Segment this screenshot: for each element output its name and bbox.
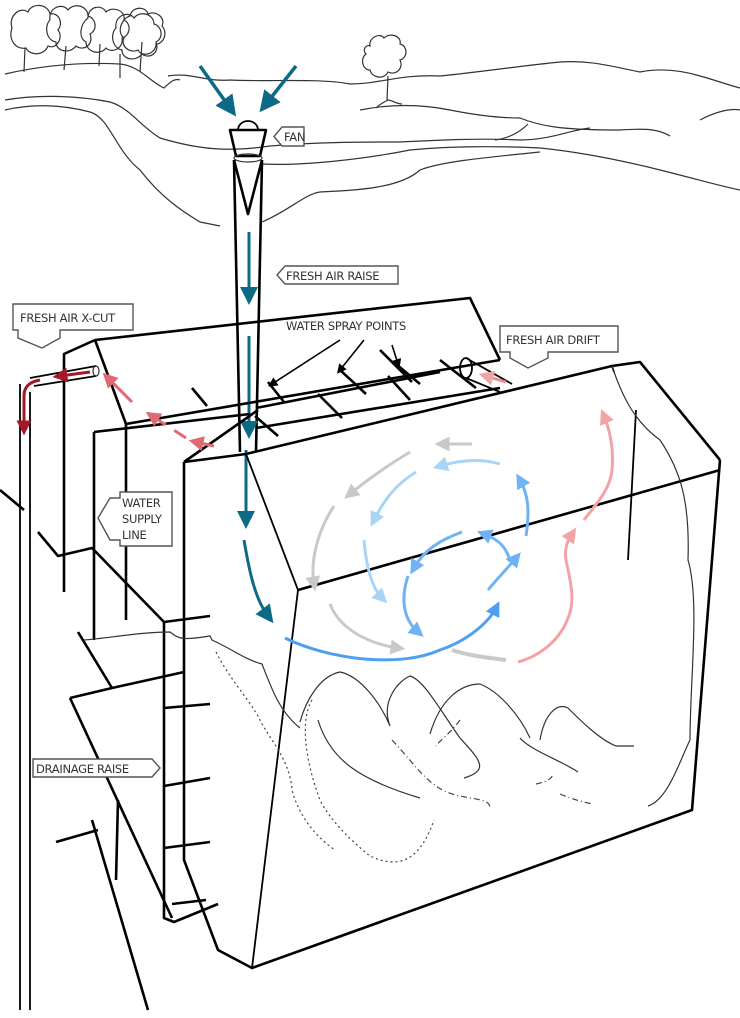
tree-cluster	[10, 4, 166, 78]
label-fan: FAN	[273, 126, 305, 147]
label-water-supply-line: WATER SUPPLY LINE	[97, 491, 173, 547]
ground-line	[4, 62, 181, 89]
drainage-raise-label: DRAINAGE RAISE	[36, 762, 129, 776]
label-fresh-air-xcut: FRESH AIR X-CUT	[12, 303, 134, 349]
label-fresh-air-drift: FRESH AIR DRIFT	[499, 325, 619, 369]
fresh-air-xcut-label: FRESH AIR X-CUT	[20, 311, 116, 325]
label-drainage-raise: DRAINAGE RAISE	[32, 758, 161, 778]
spray-pointers	[267, 339, 402, 387]
air-circulation	[284, 409, 614, 664]
intake-arrow-left	[198, 64, 237, 117]
surface-landscape	[4, 4, 740, 227]
drift-entry-arrow	[478, 370, 507, 386]
xcut-exhaust	[16, 365, 215, 1010]
fresh-air-drift-label: FRESH AIR DRIFT	[506, 333, 601, 347]
single-tree	[361, 34, 407, 109]
stope-block	[182, 360, 722, 970]
water-spray-points-label: WATER SPRAY POINTS	[286, 319, 406, 333]
water-supply-line-label-1: WATER	[122, 496, 161, 510]
left-workings	[0, 489, 219, 1011]
water-supply-line-label-3: LINE	[122, 528, 147, 542]
intake-arrow-right	[259, 64, 298, 113]
fan-label: FAN	[284, 130, 305, 144]
fan	[228, 120, 268, 163]
rock-profile	[83, 631, 634, 863]
fresh-air-raise-shaft	[232, 159, 274, 624]
water-supply-line-label-2: SUPPLY	[122, 512, 163, 526]
fresh-air-raise-label: FRESH AIR RAISE	[286, 269, 379, 283]
label-fresh-air-raise: FRESH AIR RAISE	[276, 265, 399, 285]
upper-drift-block	[62, 296, 513, 640]
